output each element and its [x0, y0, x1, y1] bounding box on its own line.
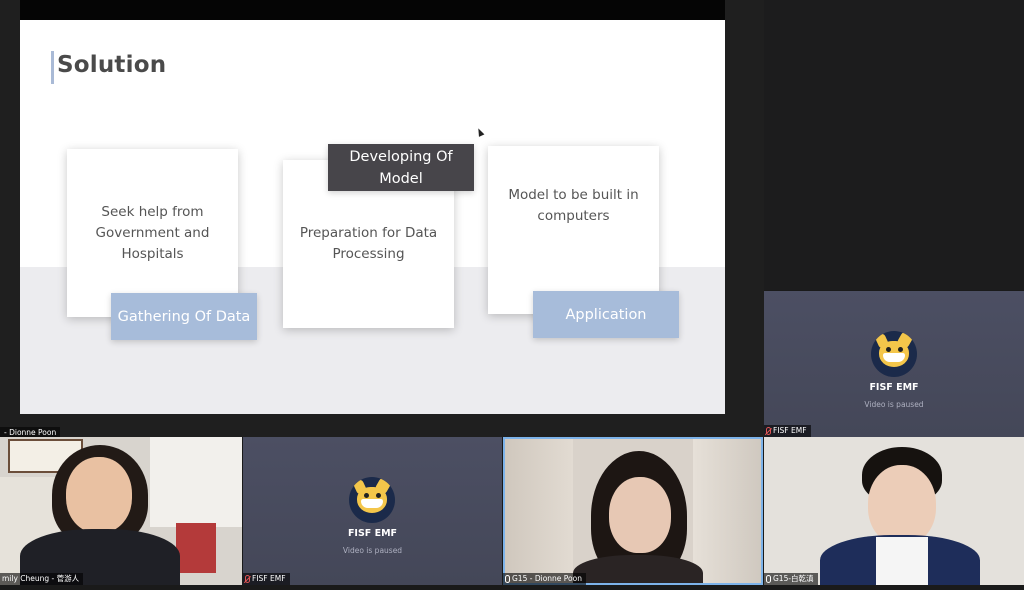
participant-tile-dionne-poon[interactable]: G15 - Dionne Poon	[503, 437, 763, 585]
card-application: Model to be built in computers	[488, 146, 659, 314]
name-tag-label: G15-白乾滇	[773, 574, 814, 583]
card-text: Model to be built in computers	[508, 187, 639, 224]
video-paused-status: Video is paused	[342, 546, 403, 555]
pikachu-avatar-icon	[871, 331, 917, 377]
participant-name-tag: FISF EMF	[243, 573, 290, 585]
title-accent-bar	[51, 51, 54, 84]
slide-title: Solution	[57, 52, 167, 78]
name-tag-label: G15 - Dionne Poon	[512, 574, 582, 583]
name-tag-label: mily Cheung - 菅游人	[2, 574, 80, 583]
video-paused-status: Video is paused	[864, 400, 924, 409]
name-tag-label: FISF EMF	[252, 574, 286, 583]
mic-muted-icon	[245, 575, 250, 583]
participant-name-tag: G15-白乾滇	[764, 573, 818, 585]
participant-name-tag: G15 - Dionne Poon	[503, 573, 586, 585]
participant-name-tag: FISF EMF	[764, 425, 811, 437]
card-text: Seek help from Government and Hospitals	[95, 203, 210, 262]
curtain-right	[693, 437, 763, 585]
person-face	[609, 477, 671, 553]
screen-share-name-tag: - Dionne Poon	[0, 427, 61, 439]
person-body	[573, 555, 703, 585]
card-text: Preparation for Data Processing	[299, 225, 438, 262]
shirt-collar	[876, 537, 928, 585]
card-gathering-of-data: Seek help from Government and Hospitals	[67, 149, 238, 317]
name-tag-label: FISF EMF	[773, 426, 807, 435]
presentation-slide: Solution Seek help from Government and H…	[20, 20, 725, 414]
mic-icon	[766, 575, 771, 583]
participant-name: FISF EMF	[869, 382, 919, 393]
mic-muted-icon	[766, 427, 771, 435]
participant-name-tag: mily Cheung - 菅游人	[0, 573, 84, 585]
curtain-left	[503, 437, 573, 585]
tag-developing-of-model: Developing Of Model	[328, 144, 474, 191]
participant-tile-emily-cheung[interactable]: mily Cheung - 菅游人	[0, 437, 242, 585]
pikachu-avatar-icon	[349, 477, 395, 523]
empty-gallery-area	[764, 0, 1024, 290]
tag-application: Application	[533, 291, 679, 338]
participant-tile-g15[interactable]: G15-白乾滇	[764, 437, 1024, 585]
red-object	[176, 523, 216, 573]
shared-screen: Solution Seek help from Government and H…	[0, 0, 725, 439]
participant-tile-fisf-emf-2[interactable]: FISF EMF Video is paused FISF EMF	[243, 437, 502, 585]
participant-name: FISF EMF	[347, 528, 398, 539]
person-face	[868, 465, 936, 545]
person-face	[66, 457, 132, 533]
bright-wall	[150, 437, 242, 527]
mic-icon	[505, 575, 510, 583]
tag-gathering-of-data: Gathering Of Data	[111, 293, 257, 340]
slide-top-strip	[20, 0, 725, 20]
participant-tile-fisf-emf-1[interactable]: FISF EMF Video is paused FISF EMF	[764, 291, 1024, 437]
